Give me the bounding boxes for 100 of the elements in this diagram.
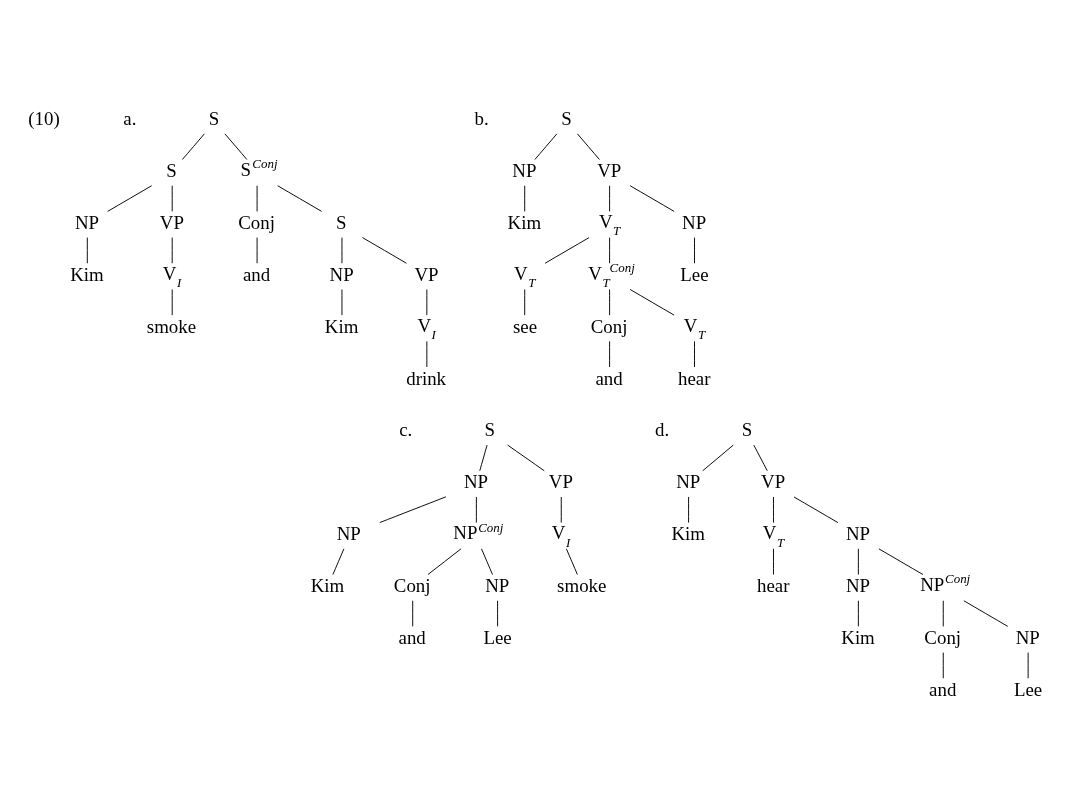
node-text: NP: [845, 575, 871, 597]
node-text: V$_{I}$: [417, 314, 436, 342]
connector: [534, 133, 558, 160]
connector: [181, 133, 205, 160]
node-text: Lee: [680, 263, 709, 285]
node-text: Kim: [310, 575, 345, 597]
connector: [560, 496, 562, 524]
node-text: drink: [406, 367, 447, 389]
node-text: NP: [74, 211, 100, 233]
node-text: S: [166, 160, 177, 182]
connector: [942, 600, 944, 627]
node-text: and: [595, 367, 623, 389]
connector: [427, 548, 462, 575]
node-text: NP: [463, 471, 489, 493]
connector: [379, 496, 447, 524]
node-text: V$_{T}$: [762, 521, 785, 550]
node-text: smoke: [146, 315, 197, 337]
node-text: Conj: [590, 315, 628, 337]
node-text: V$_{I}$: [551, 521, 571, 550]
node-text: VP: [159, 211, 184, 233]
node-text: NP$^{Conj}$: [920, 571, 971, 595]
connector: [793, 496, 839, 524]
node-text: smoke: [557, 575, 607, 597]
node-text: Kim: [507, 211, 542, 233]
connector: [497, 600, 499, 627]
node-text: S$^{Conj}$: [240, 156, 278, 180]
node-text: NP: [329, 263, 354, 285]
node-text: V$_{T}$: [598, 210, 621, 239]
connector: [702, 444, 734, 472]
connector: [773, 548, 774, 575]
label: d.: [654, 419, 670, 441]
label: (10): [28, 108, 60, 130]
connector: [524, 185, 526, 212]
node-text: NP: [682, 211, 707, 233]
connector: [629, 185, 675, 212]
connector: [277, 185, 323, 212]
node-text: VP: [414, 263, 439, 285]
node-text: NP: [845, 523, 871, 545]
node-text: NP: [676, 471, 701, 493]
node-text: NP: [336, 523, 361, 545]
node-text: Kim: [70, 263, 104, 285]
node-text: S: [208, 108, 220, 130]
node-text: see: [512, 315, 538, 337]
connector: [694, 340, 695, 368]
node-text: Kim: [841, 626, 875, 648]
connector: [942, 652, 944, 679]
node-text: NP: [512, 160, 537, 182]
connector: [609, 237, 611, 264]
connector: [857, 600, 859, 627]
node-text: NP$^{Conj}$: [453, 519, 504, 543]
connector: [544, 237, 590, 264]
node-text: Kim: [324, 315, 359, 337]
connector: [609, 289, 611, 316]
node-text: VP: [597, 160, 622, 182]
connector: [475, 496, 477, 524]
node-text: VP: [548, 471, 573, 493]
connector: [609, 340, 611, 368]
connector: [753, 444, 768, 472]
node-text: Kim: [671, 523, 706, 545]
node-text: S: [741, 419, 753, 441]
connector: [857, 548, 859, 575]
connector: [507, 444, 545, 472]
connector: [362, 237, 407, 264]
label: b.: [474, 108, 489, 130]
connector: [524, 289, 526, 316]
connector: [963, 600, 1009, 627]
node-text: Conj: [238, 211, 275, 233]
node-text: Conj: [393, 575, 431, 597]
connector: [224, 133, 248, 160]
connector: [412, 600, 414, 627]
connector: [773, 496, 774, 524]
node-text: and: [242, 263, 271, 285]
connector: [481, 548, 493, 575]
node-text: Lee: [1013, 678, 1043, 700]
connector: [565, 548, 578, 575]
node-text: S: [484, 419, 496, 441]
node-text: V$_{I}$: [162, 262, 182, 291]
connector: [878, 548, 924, 575]
connector: [576, 133, 600, 160]
node-text: V$_{T}$: [683, 314, 706, 342]
node-text: and: [398, 626, 426, 648]
node-text: S: [336, 211, 347, 233]
node-text: Lee: [483, 626, 512, 648]
connector: [694, 237, 695, 264]
node-text: hear: [756, 575, 790, 597]
connector: [479, 444, 488, 472]
connector: [609, 185, 611, 212]
node-text: hear: [677, 367, 711, 389]
connector: [629, 289, 675, 316]
label: c.: [399, 419, 413, 441]
node-text: Conj: [924, 626, 962, 648]
node-text: V$_{T}$: [514, 262, 536, 291]
node-text: VP: [761, 471, 786, 493]
label: a.: [123, 108, 137, 130]
connector: [332, 548, 345, 575]
connector: [107, 185, 153, 212]
connector: [86, 237, 88, 264]
node-text: and: [929, 678, 957, 700]
node-text: NP: [485, 575, 510, 597]
node-text: NP: [1015, 626, 1040, 648]
